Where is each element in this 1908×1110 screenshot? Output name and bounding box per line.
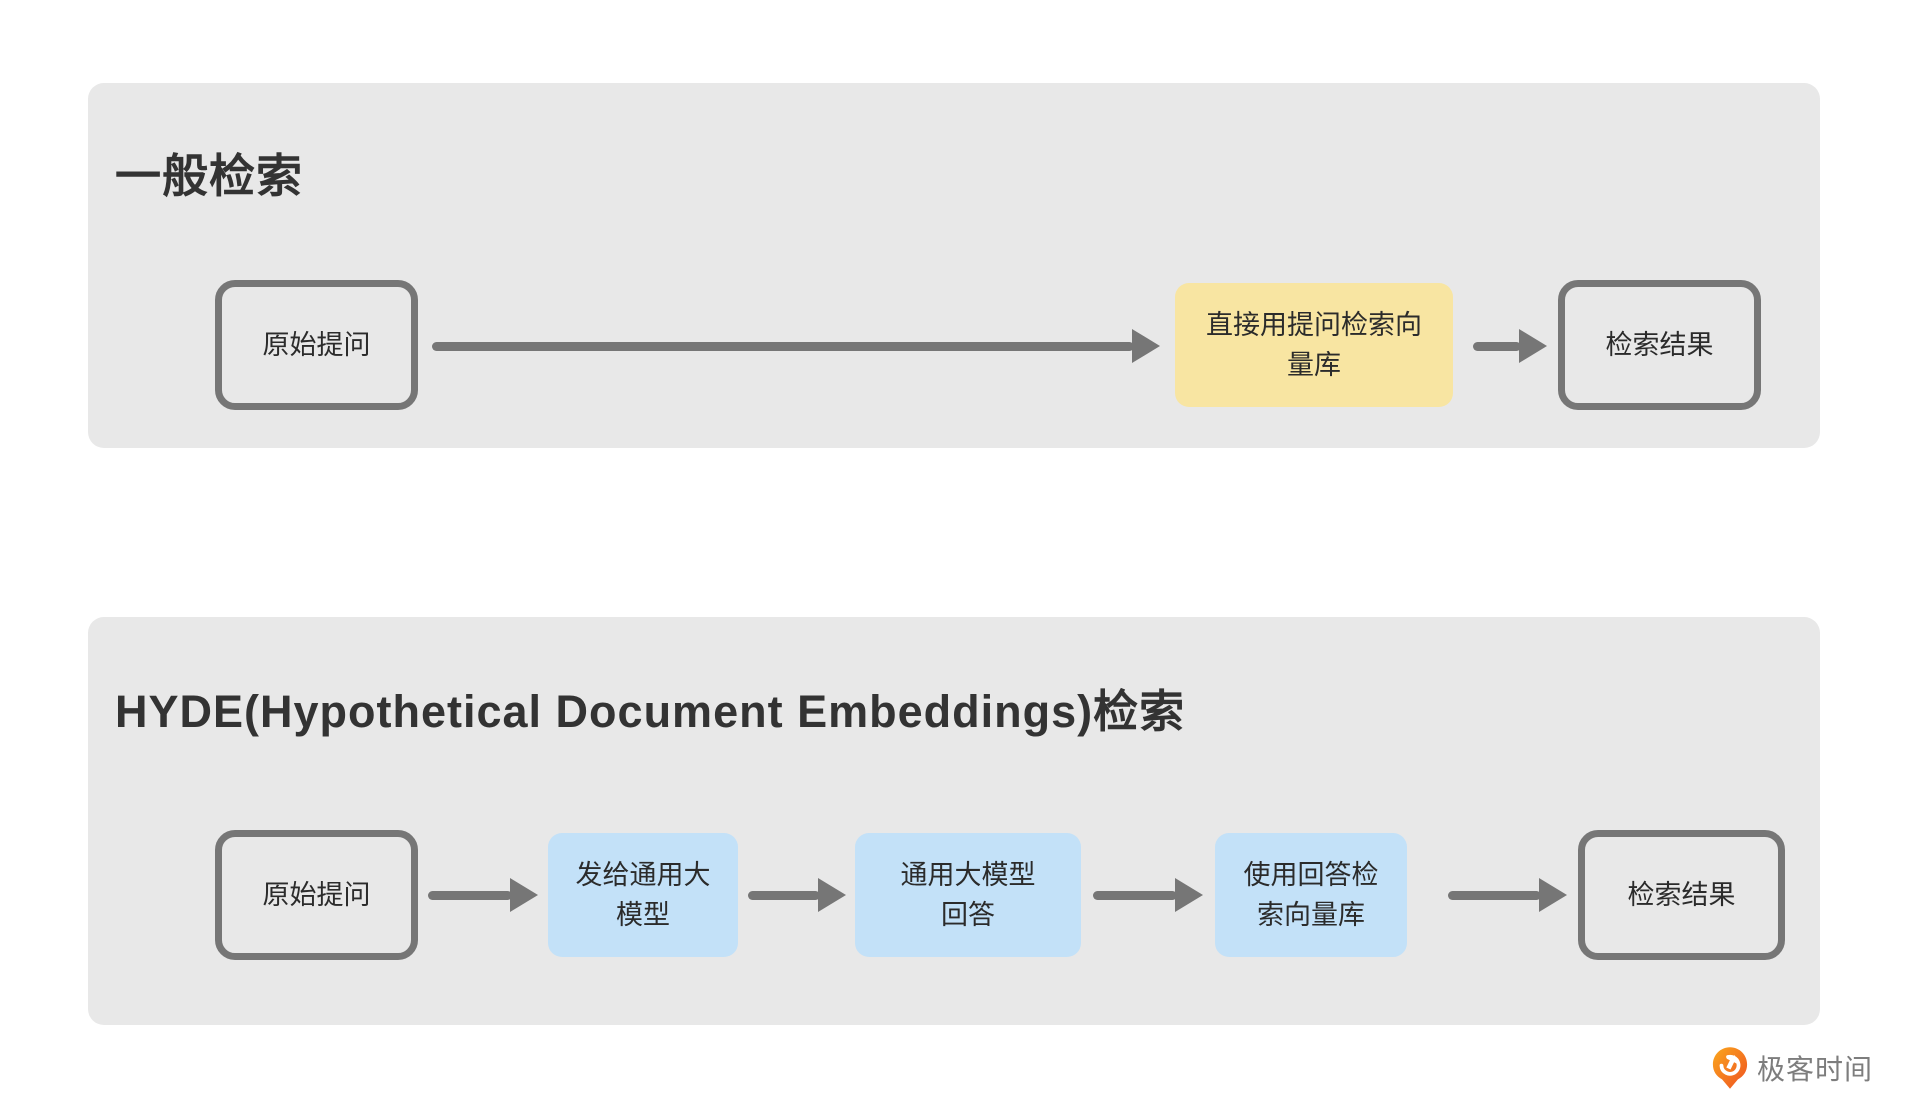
arrow-head [510, 878, 538, 912]
hyde-retrieval-panel: HYDE(Hypothetical Document Embeddings)检索… [88, 617, 1820, 1025]
node-general-llm-answer: 通用大模型 回答 [855, 833, 1081, 957]
arrow-head [1519, 329, 1547, 363]
arrow-shaft [432, 341, 1134, 351]
arrow-right-icon [1448, 878, 1567, 912]
arrow-shaft [1093, 890, 1177, 900]
arrow-head [1539, 878, 1567, 912]
node-retrieval-result: 检索结果 [1578, 830, 1785, 960]
node-send-to-general-llm: 发给通用大 模型 [548, 833, 738, 957]
section-title-general: 一般检索 [115, 149, 303, 202]
arrow-right-icon [1473, 329, 1547, 363]
arrow-shaft [1448, 890, 1541, 900]
geektime-pin-icon [1712, 1046, 1748, 1090]
arrow-right-icon [432, 329, 1160, 363]
section-title-hyde: HYDE(Hypothetical Document Embeddings)检索 [115, 686, 1186, 738]
arrow-head [1132, 329, 1160, 363]
arrow-shaft [1473, 341, 1521, 351]
arrow-head [1175, 878, 1203, 912]
node-retrieval-result: 检索结果 [1558, 280, 1761, 410]
arrow-head [818, 878, 846, 912]
arrow-right-icon [748, 878, 846, 912]
general-retrieval-panel: 一般检索 原始提问 直接用提问检索向 量库 检索结果 [88, 83, 1820, 448]
node-original-question: 原始提问 [215, 830, 418, 960]
node-query-vector-db-directly: 直接用提问检索向 量库 [1175, 283, 1453, 407]
arrow-shaft [428, 890, 512, 900]
brand-watermark: 极客时间 [1712, 1044, 1873, 1092]
node-original-question: 原始提问 [215, 280, 418, 410]
node-search-vector-db-with-answer: 使用回答检 索向量库 [1215, 833, 1407, 957]
arrow-right-icon [428, 878, 538, 912]
arrow-right-icon [1093, 878, 1203, 912]
arrow-shaft [748, 890, 820, 900]
brand-name: 极客时间 [1757, 1054, 1874, 1085]
